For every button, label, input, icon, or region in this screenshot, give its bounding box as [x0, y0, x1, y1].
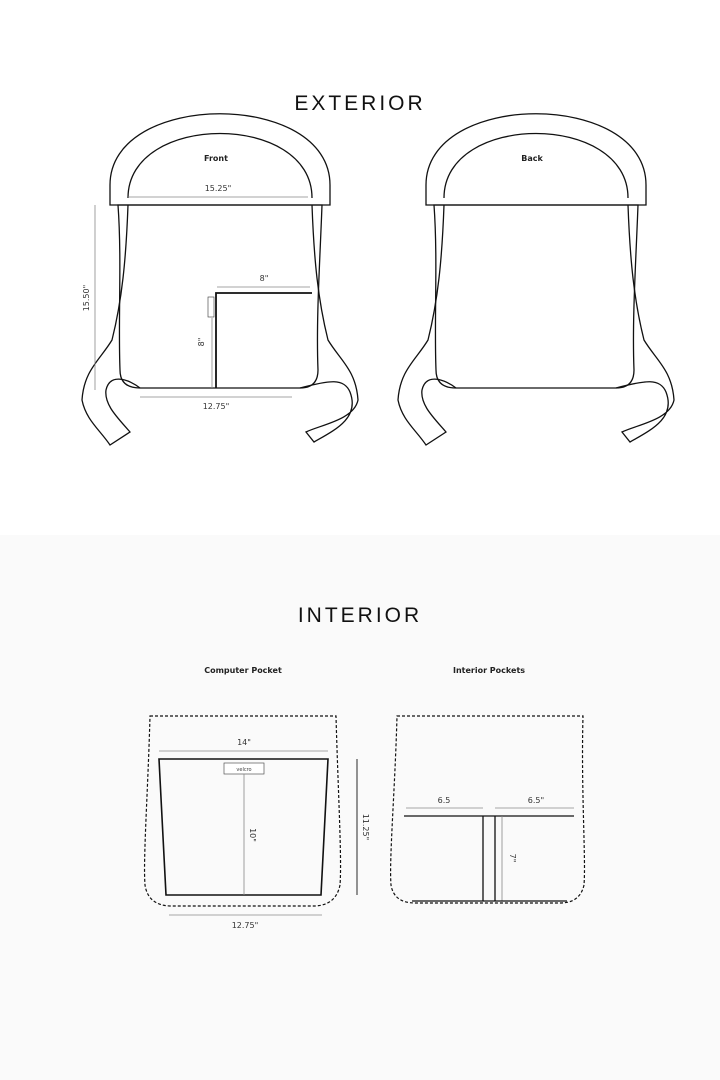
front-label: Front	[204, 154, 228, 163]
front-view: 15.25" 15.50" 8" 8" 12.75" Front	[81, 113, 359, 446]
interior-section-background	[0, 535, 720, 1080]
dim-height: 11.25"	[361, 814, 370, 841]
front-pocket	[215, 292, 312, 388]
computer-pocket-label: Computer Pocket	[204, 666, 282, 675]
front-left-strap	[81, 204, 141, 446]
interior-heading: INTERIOR	[298, 604, 422, 627]
dim-height: 7"	[508, 854, 517, 863]
front-right-strap	[299, 204, 359, 443]
interior-pockets-label: Interior Pockets	[453, 666, 525, 675]
back-left-strap	[397, 204, 457, 446]
back-body	[433, 204, 639, 389]
dim-top-width: 15.25"	[205, 184, 232, 193]
front-handle	[109, 113, 331, 206]
dim-bottom-width: 12.75"	[203, 402, 230, 411]
back-handle	[425, 113, 647, 206]
computer-pocket-view: Computer Pocket velcro 10" 14" 11.25" 12…	[143, 666, 370, 930]
front-body	[117, 204, 323, 389]
dim-pocket-width: 8"	[260, 274, 269, 283]
dim-left-width: 6.5	[438, 796, 451, 805]
interior-pockets-outline	[389, 715, 586, 904]
computer-pocket-panel	[158, 758, 329, 896]
dim-top-width: 14"	[237, 738, 251, 747]
dim-pocket-height: 8"	[197, 338, 206, 347]
velcro-label: velcro	[236, 767, 251, 773]
dim-height: 15.50"	[82, 285, 91, 312]
back-view: Back	[397, 113, 675, 446]
back-label: Back	[521, 154, 543, 163]
velcro-tag	[207, 296, 215, 318]
dim-bottom-width: 12.75"	[232, 921, 259, 930]
computer-pocket-outline	[143, 715, 342, 907]
interior-pockets-view: Interior Pockets 6.5 6.5" 7"	[389, 666, 586, 904]
back-right-strap	[615, 204, 675, 443]
dim-right-width: 6.5"	[528, 796, 544, 805]
exterior-heading: EXTERIOR	[294, 92, 425, 115]
dim-depth: 10"	[248, 828, 257, 842]
